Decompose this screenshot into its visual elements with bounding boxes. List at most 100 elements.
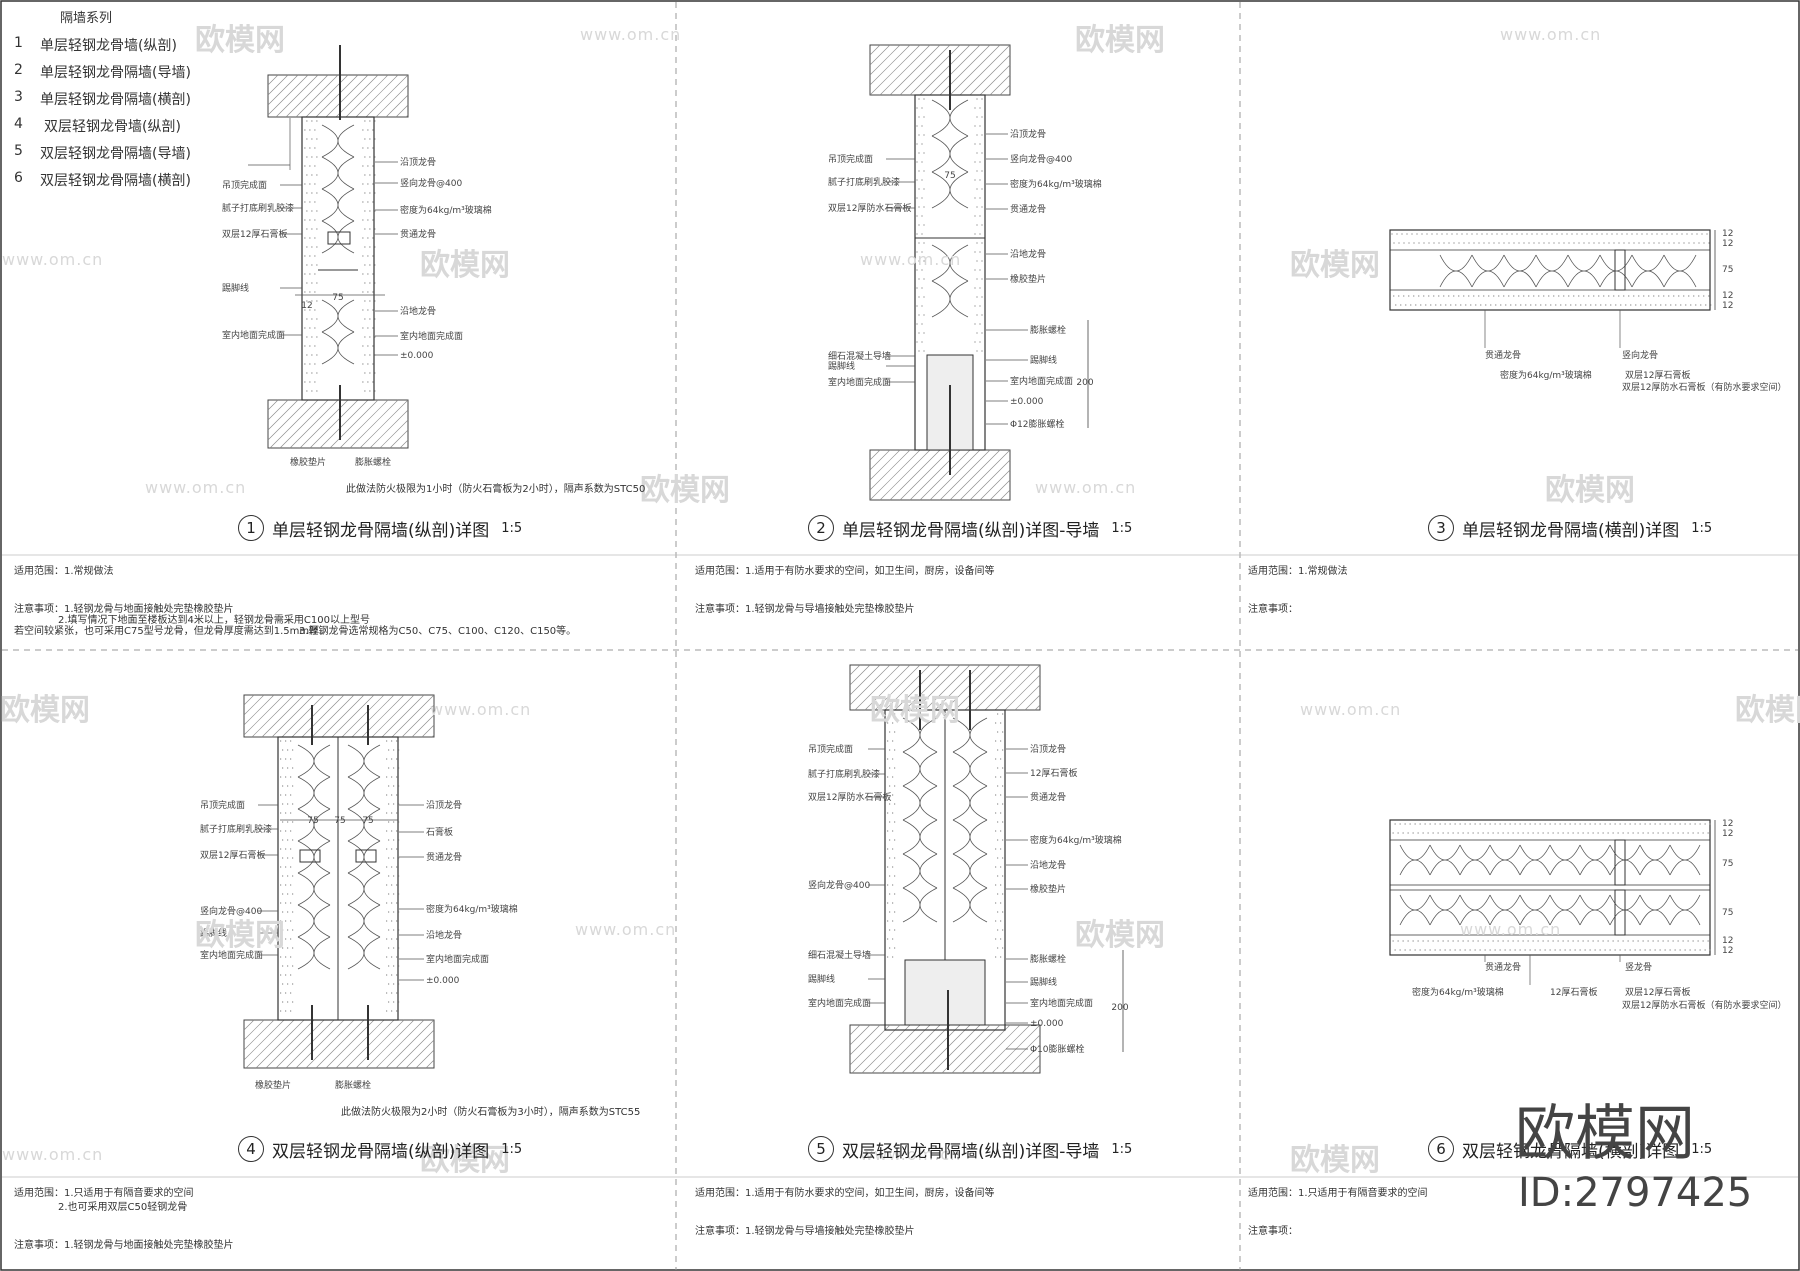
gypsum-dot (918, 260, 920, 262)
gypsum-dot (1669, 823, 1671, 825)
gypsum-dot (1434, 949, 1436, 951)
gypsum-dot (1628, 242, 1630, 244)
gypsum-dot (1469, 823, 1471, 825)
gypsum-dot (892, 938, 894, 940)
gypsum-dot (1694, 949, 1696, 951)
insulation-wave (902, 887, 938, 923)
gypsum-dot (314, 255, 316, 257)
hatch-line (869, 449, 901, 481)
gypsum-dot (292, 857, 294, 859)
hatch-line (1004, 674, 1041, 711)
gypsum-dot (374, 138, 376, 140)
gypsum-dot (1591, 233, 1593, 235)
insulation-wave (347, 744, 381, 778)
hatch-line (267, 399, 299, 431)
gypsum-dot (1459, 823, 1461, 825)
watermark-url: www.om.cn (1500, 25, 1602, 44)
gypsum-dot (1499, 949, 1501, 951)
gypsum-dot (1426, 233, 1428, 235)
hatch-line (341, 694, 385, 738)
gypsum-dot (1549, 823, 1551, 825)
gypsum-dot (997, 857, 999, 859)
watermark-url: www.om.cn (2, 250, 104, 269)
gypsum-dot (287, 893, 289, 895)
gypsum-dot (306, 390, 308, 392)
hatch-line (959, 449, 1011, 501)
gypsum-dot (1504, 949, 1506, 951)
gypsum-dot (311, 354, 313, 356)
gypsum-dot (1406, 233, 1408, 235)
hatch-line (321, 694, 365, 738)
gypsum-dot (892, 830, 894, 832)
gypsum-dot (1530, 304, 1532, 306)
gypsum-dot (391, 776, 393, 778)
gypsum-dot (1586, 233, 1588, 235)
hatch-line (243, 1019, 265, 1041)
gypsum-dot (292, 767, 294, 769)
gypsum-dot (1642, 832, 1644, 834)
hatch-line (421, 724, 435, 738)
gypsum-dot (1546, 233, 1548, 235)
insulation-wave (297, 744, 331, 778)
hatch-line (271, 694, 315, 738)
gypsum-dot (1431, 233, 1433, 235)
insulation-wave (1535, 254, 1569, 288)
insulation-wave (952, 853, 988, 889)
gypsum-dot (388, 965, 390, 967)
gypsum-dot (290, 830, 292, 832)
callout-label: 石膏板 (426, 826, 453, 838)
gypsum-dot (1708, 242, 1710, 244)
gypsum-dot (1547, 940, 1549, 942)
dimension-label: 75 (332, 293, 343, 303)
gypsum-dot (386, 938, 388, 940)
gypsum-dot (316, 228, 318, 230)
gypsum-dot (1418, 295, 1420, 297)
gypsum-dot (1668, 295, 1670, 297)
gypsum-dot (314, 309, 316, 311)
gypsum-dot (1673, 242, 1675, 244)
gypsum-dot (979, 251, 981, 253)
gypsum-dot (974, 197, 976, 199)
gypsum-dot (1622, 940, 1624, 942)
insulation-wave (297, 808, 331, 842)
gypsum-dot (979, 323, 981, 325)
gypsum-dot (393, 839, 395, 841)
callout-label: 沿地龙骨 (1030, 859, 1066, 871)
gypsum-dot (981, 224, 983, 226)
hatch-line (924, 664, 971, 711)
hatch-line (911, 1024, 961, 1074)
gypsum-dot (889, 785, 891, 787)
gypsum-dot (1561, 233, 1563, 235)
insulation-wave (1439, 254, 1473, 288)
gypsum-dot (1512, 940, 1514, 942)
detail-number-circle: 5 (808, 1136, 834, 1162)
dimension-label: 75 (1722, 859, 1733, 869)
gypsum-dot (1000, 740, 1002, 742)
insulation-wave (1599, 254, 1633, 288)
gypsum-dot (1425, 304, 1427, 306)
gypsum-dot (290, 1010, 292, 1012)
gypsum-dot (976, 278, 978, 280)
insulation-wave (952, 751, 988, 787)
callout-label: 腻子打底刷乳胶漆 (808, 768, 880, 780)
hatch-line (243, 694, 265, 716)
gypsum-dot (1454, 949, 1456, 951)
index-number: 4 (14, 116, 23, 132)
gypsum-dot (1616, 233, 1618, 235)
callout-label: 密度为64kg/m³玻璃棉 (400, 204, 492, 216)
gypsum-dot (1480, 304, 1482, 306)
callout-label: 竖向龙骨 (1622, 349, 1658, 361)
gypsum-dot (892, 812, 894, 814)
callout-label: 12厚石膏板 (1550, 986, 1597, 998)
gypsum-dot (287, 875, 289, 877)
gypsum-dot (1607, 940, 1609, 942)
gypsum-dot (1612, 940, 1614, 942)
callout-label: 室内地面完成面 (400, 330, 463, 342)
gypsum-dot (314, 165, 316, 167)
gypsum-dot (304, 309, 306, 311)
gypsum-dot (1653, 295, 1655, 297)
gypsum-dot (1693, 295, 1695, 297)
hatch-line (279, 399, 329, 449)
gypsum-dot (1474, 823, 1476, 825)
gypsum-dot (1704, 823, 1706, 825)
